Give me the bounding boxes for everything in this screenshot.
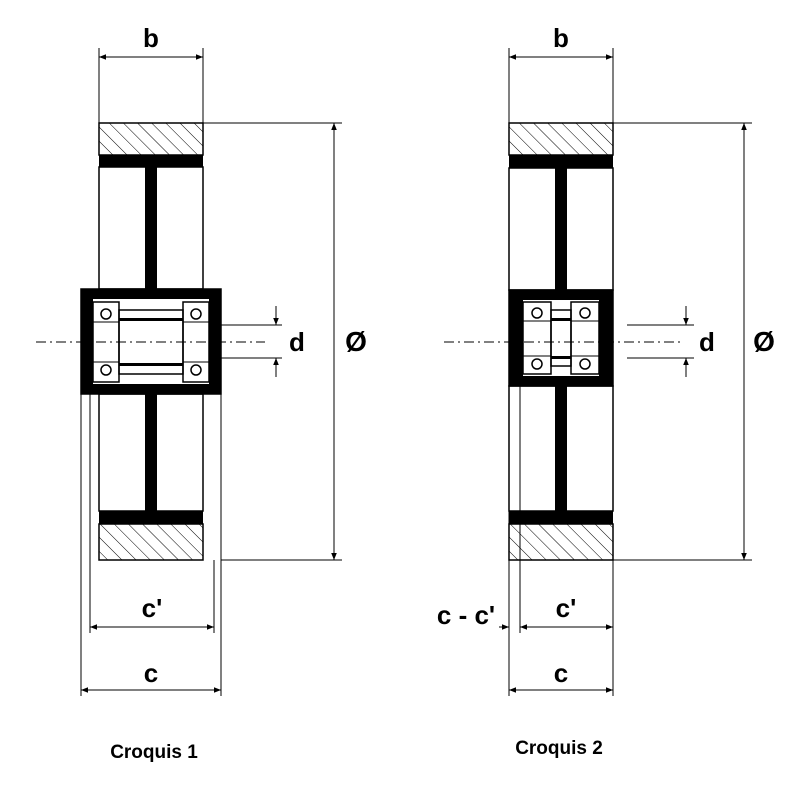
croquis-1-top-rim-band <box>99 155 203 167</box>
croquis-1-top-rim <box>98 122 204 156</box>
croquis-1-bottom-rim <box>98 523 204 561</box>
croquis-2-caption: Croquis 2 <box>515 738 603 759</box>
croquis-1-hub-bottom-band <box>81 384 221 394</box>
croquis-1-lower-web <box>145 394 157 511</box>
croquis-2-ball <box>579 358 591 370</box>
croquis-2-top-rim <box>508 122 614 156</box>
croquis-2-bearing-left <box>522 301 552 375</box>
croquis-1-ball <box>190 308 202 320</box>
croquis-1-dim-b-label: b <box>143 23 159 53</box>
croquis-1: b Ø d c' c Croquis 1 <box>36 23 367 763</box>
croquis-2-hub-top-band <box>509 290 613 300</box>
croquis-2-dim-diameter-label: Ø <box>753 326 775 357</box>
croquis-2-dim-b-label: b <box>553 23 569 53</box>
croquis-2-bottom-rim-band <box>509 511 613 524</box>
croquis-2-bottom-rim <box>508 523 614 561</box>
croquis-2-spacer <box>550 309 572 367</box>
croquis-1-dim-c-prime-label: c' <box>142 593 163 623</box>
croquis-1-dim-d-label: d <box>289 327 305 357</box>
croquis-2-hub-bottom-band <box>509 376 613 386</box>
croquis-1-bottom-rim-band <box>99 511 203 524</box>
croquis-2-dim-c-minus-c-prime-label: c - c' <box>437 600 495 630</box>
croquis-2-dim-d-label: d <box>699 327 715 357</box>
croquis-2-hub-right-wall <box>599 290 613 386</box>
croquis-1-caption: Croquis 1 <box>110 742 198 763</box>
croquis-1-hub-right-wall <box>209 289 221 394</box>
croquis-2-hub-left-wall <box>509 290 523 386</box>
croquis-2: b Ø d c - c' c' c Croquis 2 <box>437 23 775 759</box>
croquis-1-hub-top-band <box>81 289 221 299</box>
croquis-2-ball <box>531 358 543 370</box>
croquis-2-dim-c-prime-label: c' <box>556 593 577 623</box>
croquis-2-hub <box>508 289 614 387</box>
croquis-2-bearing-right <box>570 301 600 375</box>
croquis-1-dim-c-label: c <box>144 658 158 688</box>
croquis-1-upper-web <box>145 167 157 289</box>
croquis-2-ball <box>579 307 591 319</box>
croquis-1-ball <box>100 308 112 320</box>
croquis-2-lower-web <box>555 386 567 511</box>
croquis-1-ball <box>100 364 112 376</box>
croquis-2-top-rim-band <box>509 155 613 168</box>
croquis-1-ball <box>190 364 202 376</box>
croquis-1-dim-diameter-label: Ø <box>345 326 367 357</box>
croquis-1-hub-left-wall <box>81 289 93 394</box>
croquis-2-upper-web <box>555 168 567 290</box>
croquis-2-ball <box>531 307 543 319</box>
croquis-2-dim-c-label: c <box>554 658 568 688</box>
